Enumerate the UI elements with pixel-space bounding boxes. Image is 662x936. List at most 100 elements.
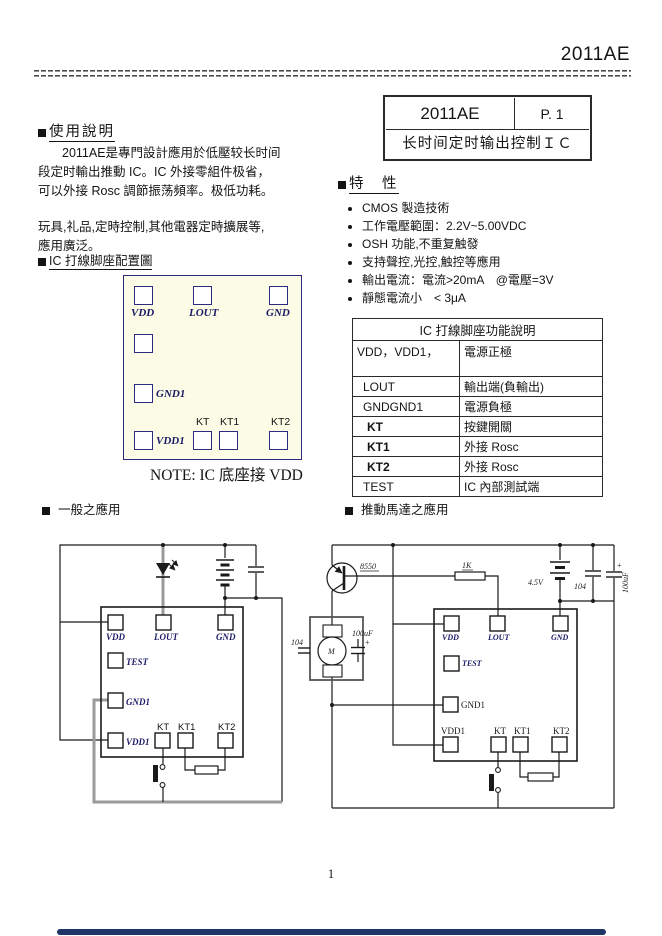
general-application-circuit: VDD LOUT GND TEST GND1 VDD1 KT KT1 KT2 bbox=[59, 543, 283, 804]
pin-gnd1 bbox=[442, 696, 459, 713]
usage-paragraph-2: 玩具,礼品,定時控制,其他電器定時擴展等, 應用廣泛。 bbox=[38, 218, 340, 256]
square-bullet-icon bbox=[42, 506, 50, 515]
cell-desc: IC 內部測試端 bbox=[459, 476, 603, 497]
pad-kt1 bbox=[219, 431, 238, 450]
feature-item: CMOS 製造技術 bbox=[362, 199, 648, 217]
pin-kt bbox=[154, 732, 171, 749]
cell-desc: 電源正極 bbox=[459, 340, 603, 377]
led-icon bbox=[156, 559, 179, 578]
features-list: CMOS 製造技術 工作電壓範圍：2.2V~5.00VDC OSH 功能,不重复… bbox=[362, 199, 648, 307]
pin-lout bbox=[489, 615, 506, 632]
square-bullet-icon bbox=[38, 128, 46, 137]
pad-label-kt: KT bbox=[196, 416, 210, 428]
pin-kt2 bbox=[551, 736, 568, 753]
usage-p2-l2: 應用廣泛。 bbox=[38, 239, 101, 253]
motor-icon: M 100uF + 104 bbox=[291, 616, 373, 681]
feature-item: 工作電壓範圍：2.2V~5.00VDC bbox=[362, 217, 648, 235]
feature-item: 輸出電流：電流>20mA @電壓=3V bbox=[362, 271, 648, 289]
cell-desc: 外接 Rosc bbox=[459, 436, 603, 457]
config-note: NOTE: IC 底座接 VDD bbox=[150, 467, 303, 484]
motor-application-circuit: 8550 1K M 100uF + 104 bbox=[291, 543, 630, 809]
page-number: 1 bbox=[327, 867, 335, 881]
push-button-icon bbox=[489, 752, 501, 808]
plus-sign: + bbox=[617, 561, 622, 570]
motor-cap-small-label: 104 bbox=[291, 638, 303, 647]
title-box-row1: 2011AE P. 1 bbox=[386, 98, 589, 130]
pad-gnd bbox=[269, 286, 288, 305]
pad-gnd1 bbox=[134, 384, 153, 403]
pin-label-kt1: KT1 bbox=[514, 726, 531, 736]
pin-label-kt1: KT1 bbox=[178, 722, 195, 733]
title-box-page: P. 1 bbox=[540, 105, 564, 122]
ceramic-cap-label: 104 bbox=[574, 582, 586, 591]
pin-label-vdd: VDD bbox=[106, 632, 126, 642]
usage-heading: 使用說明 bbox=[38, 120, 340, 142]
pin-gnd bbox=[552, 615, 569, 632]
usage-paragraph-1: 2011AE是專門設計應用於低壓较长时间 段定时輸出推動 IC。IC 外接零組件… bbox=[38, 144, 340, 201]
cell-desc: 外接 Rosc bbox=[459, 456, 603, 477]
pin-vdd bbox=[443, 615, 460, 632]
table-title: IC 打線脚座功能說明 bbox=[352, 318, 603, 341]
usage-p1-l2: 段定时輸出推動 IC。IC 外接零組件极省， bbox=[38, 165, 270, 179]
pin-label-vdd: VDD bbox=[442, 633, 459, 642]
features-heading: 特 性 bbox=[338, 172, 648, 194]
pin-label-vdd1: VDD1 bbox=[126, 737, 150, 747]
pin-lout bbox=[155, 614, 172, 631]
pad-vdd1 bbox=[134, 431, 153, 450]
pin-label-kt2: KT2 bbox=[553, 726, 570, 736]
base-resistor-label: 1K bbox=[462, 561, 472, 570]
electrolytic-cap-icon: + 100uF bbox=[606, 561, 630, 593]
ic-chip: VDD LOUT GND TEST GND1 VDD1 KT KT1 KT2 bbox=[100, 606, 244, 758]
pin-vdd1 bbox=[442, 736, 459, 753]
pad-kt2 bbox=[269, 431, 288, 450]
pad-label-kt1: KT1 bbox=[220, 416, 240, 428]
feature-item: OSH 功能,不重复触發 bbox=[362, 235, 648, 253]
pin-kt2 bbox=[217, 732, 234, 749]
pin-label-test: TEST bbox=[462, 659, 483, 668]
pin-label-kt2: KT2 bbox=[218, 722, 235, 733]
pin-label-gnd1: GND1 bbox=[461, 700, 485, 710]
pad-label-lout: LOUT bbox=[189, 307, 219, 319]
resistor-icon bbox=[519, 752, 560, 782]
usage-p1-l3: 可以外接 Rosc 調節振荡頻率。极低功耗。 bbox=[38, 184, 274, 198]
usage-section: 使用說明 2011AE是專門設計應用於低壓较长时间 段定时輸出推動 IC。IC … bbox=[38, 120, 340, 256]
general-application-heading: 一般之應用 bbox=[42, 499, 121, 518]
pin-kt1 bbox=[177, 732, 194, 749]
square-bullet-icon bbox=[338, 180, 346, 189]
transistor-label: 8550 bbox=[360, 562, 376, 571]
pad-kt bbox=[193, 431, 212, 450]
header-double-dashed-rule bbox=[34, 70, 631, 77]
cell-pin: GNDGND1 bbox=[352, 396, 460, 417]
pin-vdd bbox=[107, 614, 124, 631]
pin-label-kt: KT bbox=[494, 726, 506, 736]
pin-label-gnd: GND bbox=[551, 633, 569, 642]
battery-label: 4.5V bbox=[528, 578, 544, 587]
pin-label-kt: KT bbox=[157, 722, 169, 733]
base-resistor-icon: 1K bbox=[454, 561, 486, 581]
plus-sign: + bbox=[365, 638, 370, 647]
pad-unlabeled bbox=[134, 334, 153, 353]
pin-label-lout: LOUT bbox=[487, 633, 510, 642]
feature-item: 支持聲控,光控,触控等應用 bbox=[362, 253, 648, 271]
cell-pin: LOUT bbox=[352, 376, 460, 397]
pin-label-vdd1: VDD1 bbox=[441, 726, 465, 736]
title-box: 2011AE P. 1 长时间定时输出控制ＩＣ bbox=[383, 95, 592, 161]
resistor-icon bbox=[184, 748, 226, 775]
wires bbox=[59, 543, 283, 804]
motor-application-heading: 推動馬達之應用 bbox=[345, 499, 449, 518]
cell-pin: KT1 bbox=[352, 436, 460, 457]
feature-item: 靜態電流小 < 3μA bbox=[362, 289, 648, 307]
cell-desc: 按鍵開關 bbox=[459, 416, 603, 437]
wires bbox=[330, 543, 615, 809]
motor-label: M bbox=[327, 647, 336, 656]
pad-label-kt2: KT2 bbox=[271, 416, 291, 428]
pad-vdd bbox=[134, 286, 153, 305]
pin-label-lout: LOUT bbox=[153, 632, 178, 642]
ceramic-cap-icon: 104 bbox=[574, 570, 601, 591]
